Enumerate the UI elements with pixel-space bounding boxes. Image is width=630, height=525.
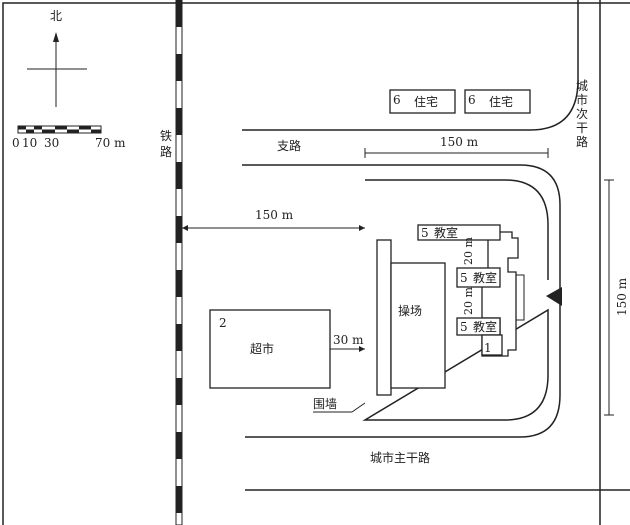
gap-label: 20 m [462,287,475,315]
svg-text:超市: 超市 [250,341,274,356]
svg-text:2: 2 [219,316,227,330]
entrance-marker-icon [546,287,562,306]
svg-text:干: 干 [576,121,588,135]
svg-text:路: 路 [576,134,588,149]
svg-text:6: 6 [393,93,401,107]
school-wall [362,179,549,421]
scale-label: 30 [44,136,59,150]
dimension-left: 150 m [182,208,365,231]
svg-text:教室: 教室 [473,270,497,285]
svg-text:次: 次 [576,107,588,121]
playground: 操场 [376,239,446,396]
svg-text:150 m: 150 m [255,208,294,222]
gap-label: 20 m [462,237,475,265]
supermarket: 2 超市 [209,309,331,389]
scale-bar: 0 10 30 70 m [12,125,126,150]
dimension-right: 150 m [604,179,629,416]
roads: 支路 城 市 次 干 路 城市主干路 [242,0,630,525]
scale-label: 10 [22,136,37,150]
svg-text:住宅: 住宅 [489,94,513,109]
svg-text:150 m: 150 m [615,277,629,316]
svg-text:操场: 操场 [398,303,422,318]
house-1: 6 住宅 [389,89,456,114]
scale-label: 0 [12,136,20,150]
main-road-label: 城市主干路 [370,450,430,465]
svg-text:30 m: 30 m [333,333,364,347]
svg-text:教室: 教室 [473,319,497,334]
svg-text:城: 城 [576,79,588,93]
svg-text:6: 6 [468,93,476,107]
house-2: 6 住宅 [464,89,531,114]
svg-text:住宅: 住宅 [414,94,438,109]
wall-label: 围墙 [313,397,337,411]
railway-label: 铁 [160,129,172,143]
svg-text:市: 市 [576,92,588,107]
dimension-top: 150 m [364,135,549,158]
north-label: 北 [50,9,62,23]
railway: 铁 路 [160,0,183,525]
svg-text:教室: 教室 [434,225,458,240]
dimension-supermarket: 30 m [330,333,365,352]
svg-text:5: 5 [460,320,468,334]
svg-text:5: 5 [460,271,468,285]
svg-text:150 m: 150 m [440,135,479,149]
railway-label: 路 [160,144,172,159]
secondary-road-label: 城 市 次 干 路 [576,79,588,149]
north-compass: 北 [27,9,87,107]
branch-road-label: 支路 [277,138,301,153]
svg-text:5: 5 [421,226,429,240]
classroom-building: 5 教室 5 教室 5 教室 1 20 m 20 m [417,224,525,357]
building-1-label: 1 [484,341,492,355]
scale-label: 70 m [95,136,126,150]
